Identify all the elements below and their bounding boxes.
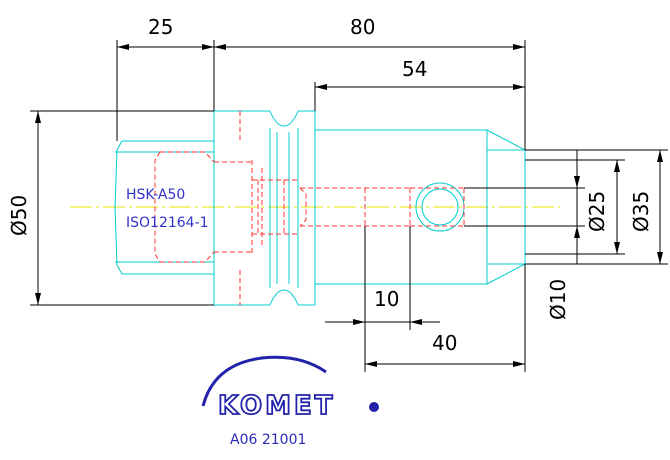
dimension-lines bbox=[30, 40, 668, 372]
dim-dia25: Ø25 bbox=[585, 191, 609, 232]
dim-10: 10 bbox=[374, 287, 399, 311]
dim-54: 54 bbox=[402, 57, 427, 81]
reference-number: A06 21001 bbox=[230, 432, 306, 448]
dim-25: 25 bbox=[148, 15, 173, 39]
dim-80: 80 bbox=[350, 15, 375, 39]
logo-dot bbox=[369, 402, 379, 412]
dim-dia10: Ø10 bbox=[546, 279, 570, 320]
hidden-lines bbox=[154, 111, 465, 305]
part-standard-label: ISO12164-1 bbox=[126, 215, 209, 231]
dimension-arrows bbox=[35, 44, 663, 367]
logo-arc bbox=[201, 355, 327, 407]
dim-40: 40 bbox=[432, 331, 457, 355]
logo-wordmark: KOMET bbox=[218, 391, 335, 421]
komet-logo: KOMET bbox=[201, 355, 379, 422]
part-name-label: HSK-A50 bbox=[126, 187, 185, 203]
dim-dia50: Ø50 bbox=[7, 195, 31, 236]
dim-dia35: Ø35 bbox=[629, 191, 653, 232]
